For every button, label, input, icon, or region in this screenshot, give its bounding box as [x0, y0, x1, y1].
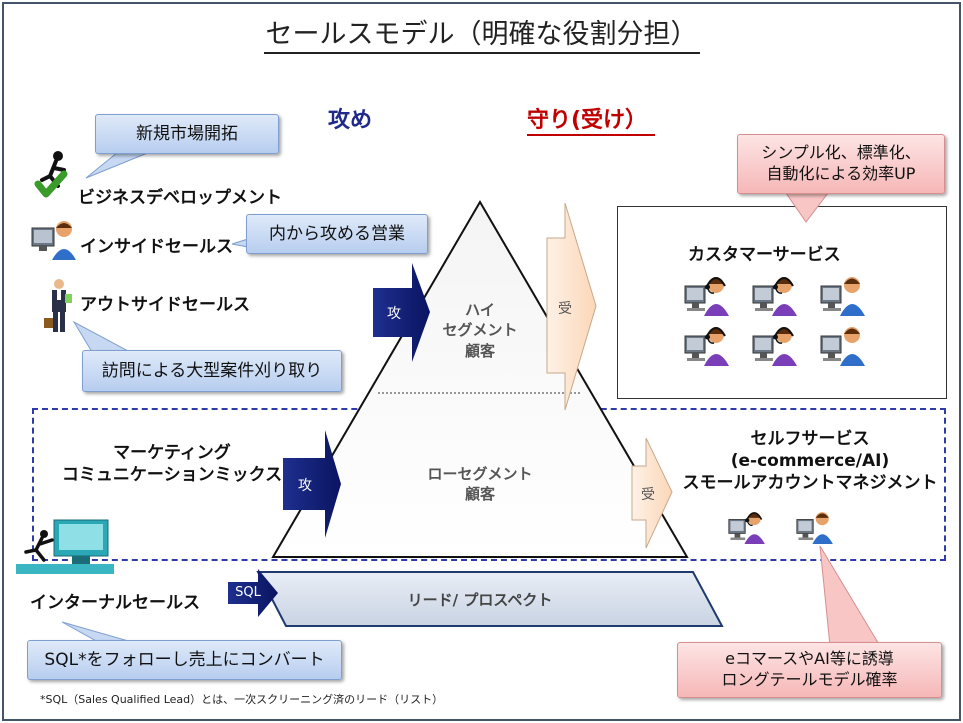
attack-header: 攻め: [328, 108, 373, 133]
callout-sql-follow: SQL*をフォローし売上にコンバート: [27, 640, 342, 680]
callout-tail-new-market: [85, 151, 151, 179]
business-development-label: ビジネスデベロップメント: [78, 188, 282, 208]
operator-icon: [820, 327, 865, 366]
callout-tail-visit: [72, 320, 131, 353]
lead-prospect-label: リード/ プロスペクト: [407, 591, 553, 609]
callout-tail-ecommerce: [819, 545, 881, 647]
high-segment-label: ハイ セグメント 顧客: [442, 301, 518, 360]
attack-arrow-upper-label: 攻: [387, 306, 401, 322]
headset-operator-icon: [684, 277, 729, 316]
lead-prospect-bar: [256, 571, 724, 627]
footnote: *SQL（Sales Qualified Lead）とは、一次スクリーニング済の…: [40, 693, 444, 706]
receive-arrow-lower: [631, 437, 673, 549]
operator-icon: [796, 512, 833, 545]
attack-arrow-upper: [373, 263, 430, 362]
callout-simplify: シンプル化、標準化、 自動化による効率UP: [737, 134, 945, 194]
callout-visit-deals: 訪問による大型案件刈り取り: [82, 350, 342, 392]
self-service-label: セルフサービス (e-commerce/AI) スモールアカウントマネジメント: [682, 429, 938, 494]
receive-arrow-lower-label: 受: [641, 487, 655, 503]
headset-operator-icon: [752, 327, 797, 366]
internal-sales-label: インターナルセールス: [30, 593, 200, 613]
operator-icon: [820, 277, 865, 316]
attack-arrow-lower: [283, 430, 341, 538]
marketing-mix-label: マーケティング コミュニケーションミックス: [61, 443, 283, 486]
callout-inside-attack: 内から攻める営業: [246, 214, 428, 254]
climbing-person-checkmark-icon: [34, 151, 68, 198]
segment-pyramid: [271, 200, 689, 558]
customer-service-label: カスタマーサービス: [688, 245, 841, 265]
headset-operator-icon: [684, 327, 729, 366]
operator-at-computer-icon: [31, 221, 76, 260]
outside-sales-label: アウトサイドセールス: [80, 295, 250, 315]
receive-arrow-upper-label: 受: [558, 301, 572, 317]
callout-tail-simplify: [785, 192, 830, 223]
headset-operator-icon: [752, 277, 797, 316]
defend-header: 守り(受け）: [527, 102, 656, 136]
callout-ecommerce-ai: eコマースやAI等に誘導 ロングテールモデル確率: [677, 642, 942, 698]
attack-arrow-lower-label: 攻: [298, 478, 312, 494]
low-segment-label: ローセグメント 顧客: [427, 465, 533, 504]
callout-tail-sql: [61, 621, 133, 643]
receive-arrow-upper: [546, 202, 597, 411]
sql-arrow: [228, 569, 278, 617]
sql-arrow-label: SQL: [235, 585, 261, 600]
person-climbing-computer-icon: [16, 519, 114, 574]
inside-sales-label: インサイドセールス: [80, 237, 233, 257]
slide-title: セールスモデル（明確な役割分担）: [0, 12, 963, 54]
callout-new-market: 新規市場開拓: [95, 114, 279, 154]
customer-service-box: [617, 206, 947, 399]
headset-operator-icon: [728, 512, 765, 545]
businessman-with-briefcase-icon: [44, 279, 72, 332]
